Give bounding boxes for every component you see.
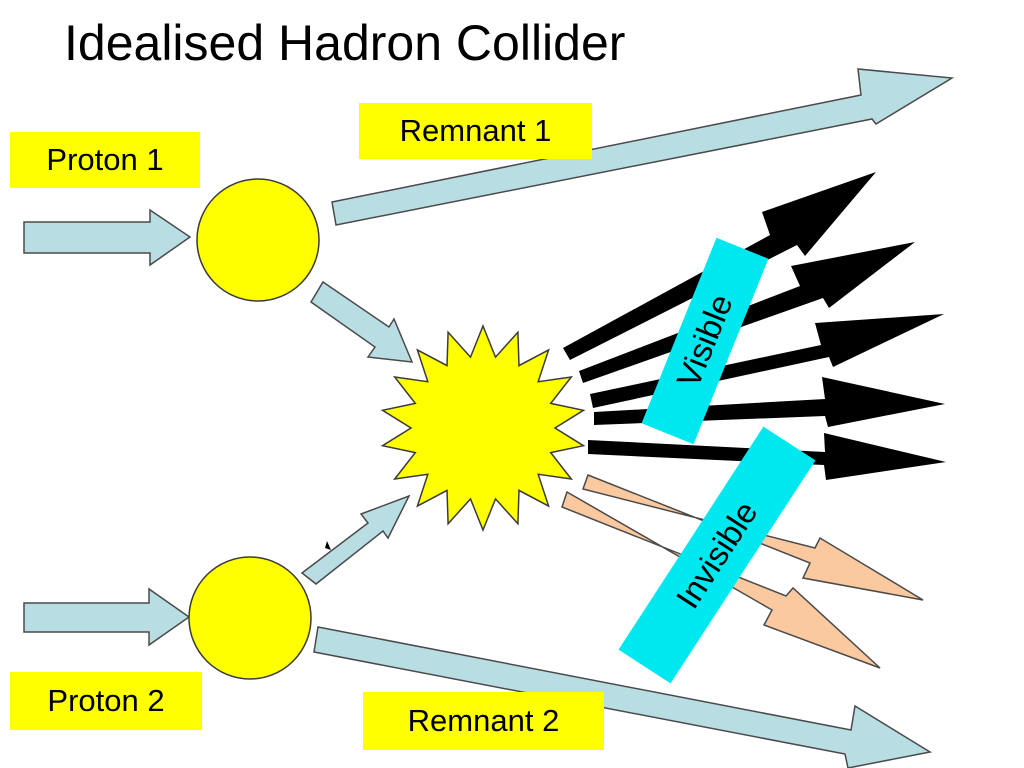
small-mark bbox=[325, 541, 331, 550]
remnant1-arrow bbox=[331, 68, 955, 226]
proton2-incoming-arrow bbox=[23, 587, 191, 647]
collision-burst bbox=[380, 323, 586, 533]
proton1-label: Proton 1 bbox=[10, 132, 200, 188]
proton2-to-collision-arrow bbox=[300, 494, 411, 585]
remnant1-label: Remnant 1 bbox=[359, 103, 592, 159]
proton2-label: Proton 2 bbox=[10, 672, 202, 730]
remnant2-arrow bbox=[313, 626, 933, 768]
proton1-to-collision-arrow bbox=[309, 280, 414, 363]
visible-arrow-2 bbox=[579, 242, 915, 383]
proton1-circle bbox=[196, 178, 320, 302]
remnant2-label: Remnant 2 bbox=[363, 692, 604, 750]
page-title: Idealised Hadron Collider bbox=[64, 15, 626, 71]
proton1-incoming-arrow bbox=[23, 208, 192, 267]
proton2-circle bbox=[188, 556, 312, 680]
